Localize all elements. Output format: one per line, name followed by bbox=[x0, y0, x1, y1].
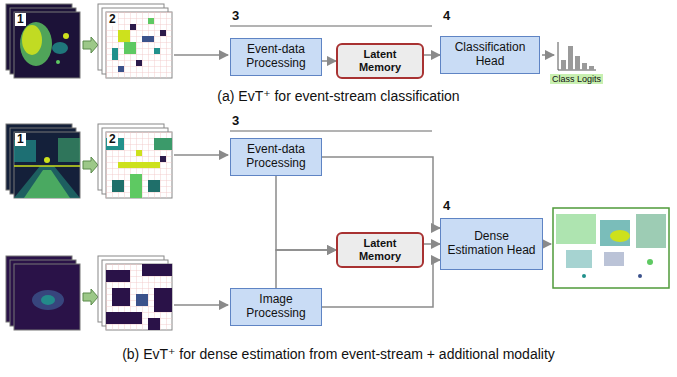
step-number: 4 bbox=[441, 198, 452, 213]
flow-arrow bbox=[424, 243, 440, 245]
input-arrow bbox=[174, 54, 228, 56]
step-number: 1 bbox=[15, 13, 26, 26]
memory-box: Latent Memory bbox=[336, 43, 424, 79]
output-label: Class Logits bbox=[550, 74, 603, 84]
box-text: Classification Head bbox=[445, 41, 535, 69]
process-box: Event-data Processing bbox=[230, 138, 322, 176]
flow-arrow bbox=[322, 157, 440, 228]
box-text: Event-data Processing bbox=[235, 43, 317, 71]
block-arrow bbox=[83, 289, 98, 305]
event-frames bbox=[6, 124, 80, 198]
process-box: Image Processing bbox=[230, 288, 322, 326]
head-box: Dense Estimation Head bbox=[440, 218, 543, 270]
block-arrow bbox=[83, 157, 98, 173]
bar-chart-icon bbox=[558, 42, 596, 70]
box-text: Event-data Processing bbox=[235, 143, 317, 171]
input-arrow bbox=[174, 304, 228, 306]
subfigure-caption: (a) EvT⁺ for event-stream classification bbox=[0, 88, 677, 104]
flow-arrow bbox=[276, 176, 336, 250]
box-text: Latent Memory bbox=[342, 237, 418, 262]
event-patches bbox=[98, 124, 172, 198]
memory-box: Latent Memory bbox=[336, 232, 424, 268]
event-patches bbox=[98, 4, 172, 78]
box-text: Latent Memory bbox=[342, 48, 418, 73]
event-frames bbox=[6, 4, 80, 78]
step-number: 3 bbox=[230, 113, 241, 128]
flow-arrow bbox=[322, 60, 336, 62]
box-text: Image Processing bbox=[235, 293, 317, 321]
step-number: 2 bbox=[107, 13, 118, 26]
input-arrow bbox=[174, 154, 228, 156]
step-number: 4 bbox=[441, 8, 452, 23]
step-number: 1 bbox=[15, 133, 26, 146]
dense-output-image bbox=[553, 208, 669, 288]
output-arrow bbox=[542, 54, 554, 56]
stage-line bbox=[230, 25, 432, 27]
step-number: 2 bbox=[107, 133, 118, 146]
image-frames bbox=[6, 256, 80, 330]
subfigure-caption: (b) EvT⁺ for dense estimation from event… bbox=[0, 346, 677, 362]
box-text: Dense Estimation Head bbox=[445, 230, 538, 258]
block-arrow bbox=[83, 37, 98, 53]
flow-arrow bbox=[276, 250, 336, 288]
stage-line bbox=[230, 130, 432, 132]
flow-arrow bbox=[424, 54, 440, 56]
process-box: Event-data Processing bbox=[230, 38, 322, 76]
head-box: Classification Head bbox=[440, 36, 540, 74]
step-number: 3 bbox=[230, 8, 241, 23]
image-patches bbox=[98, 256, 172, 330]
